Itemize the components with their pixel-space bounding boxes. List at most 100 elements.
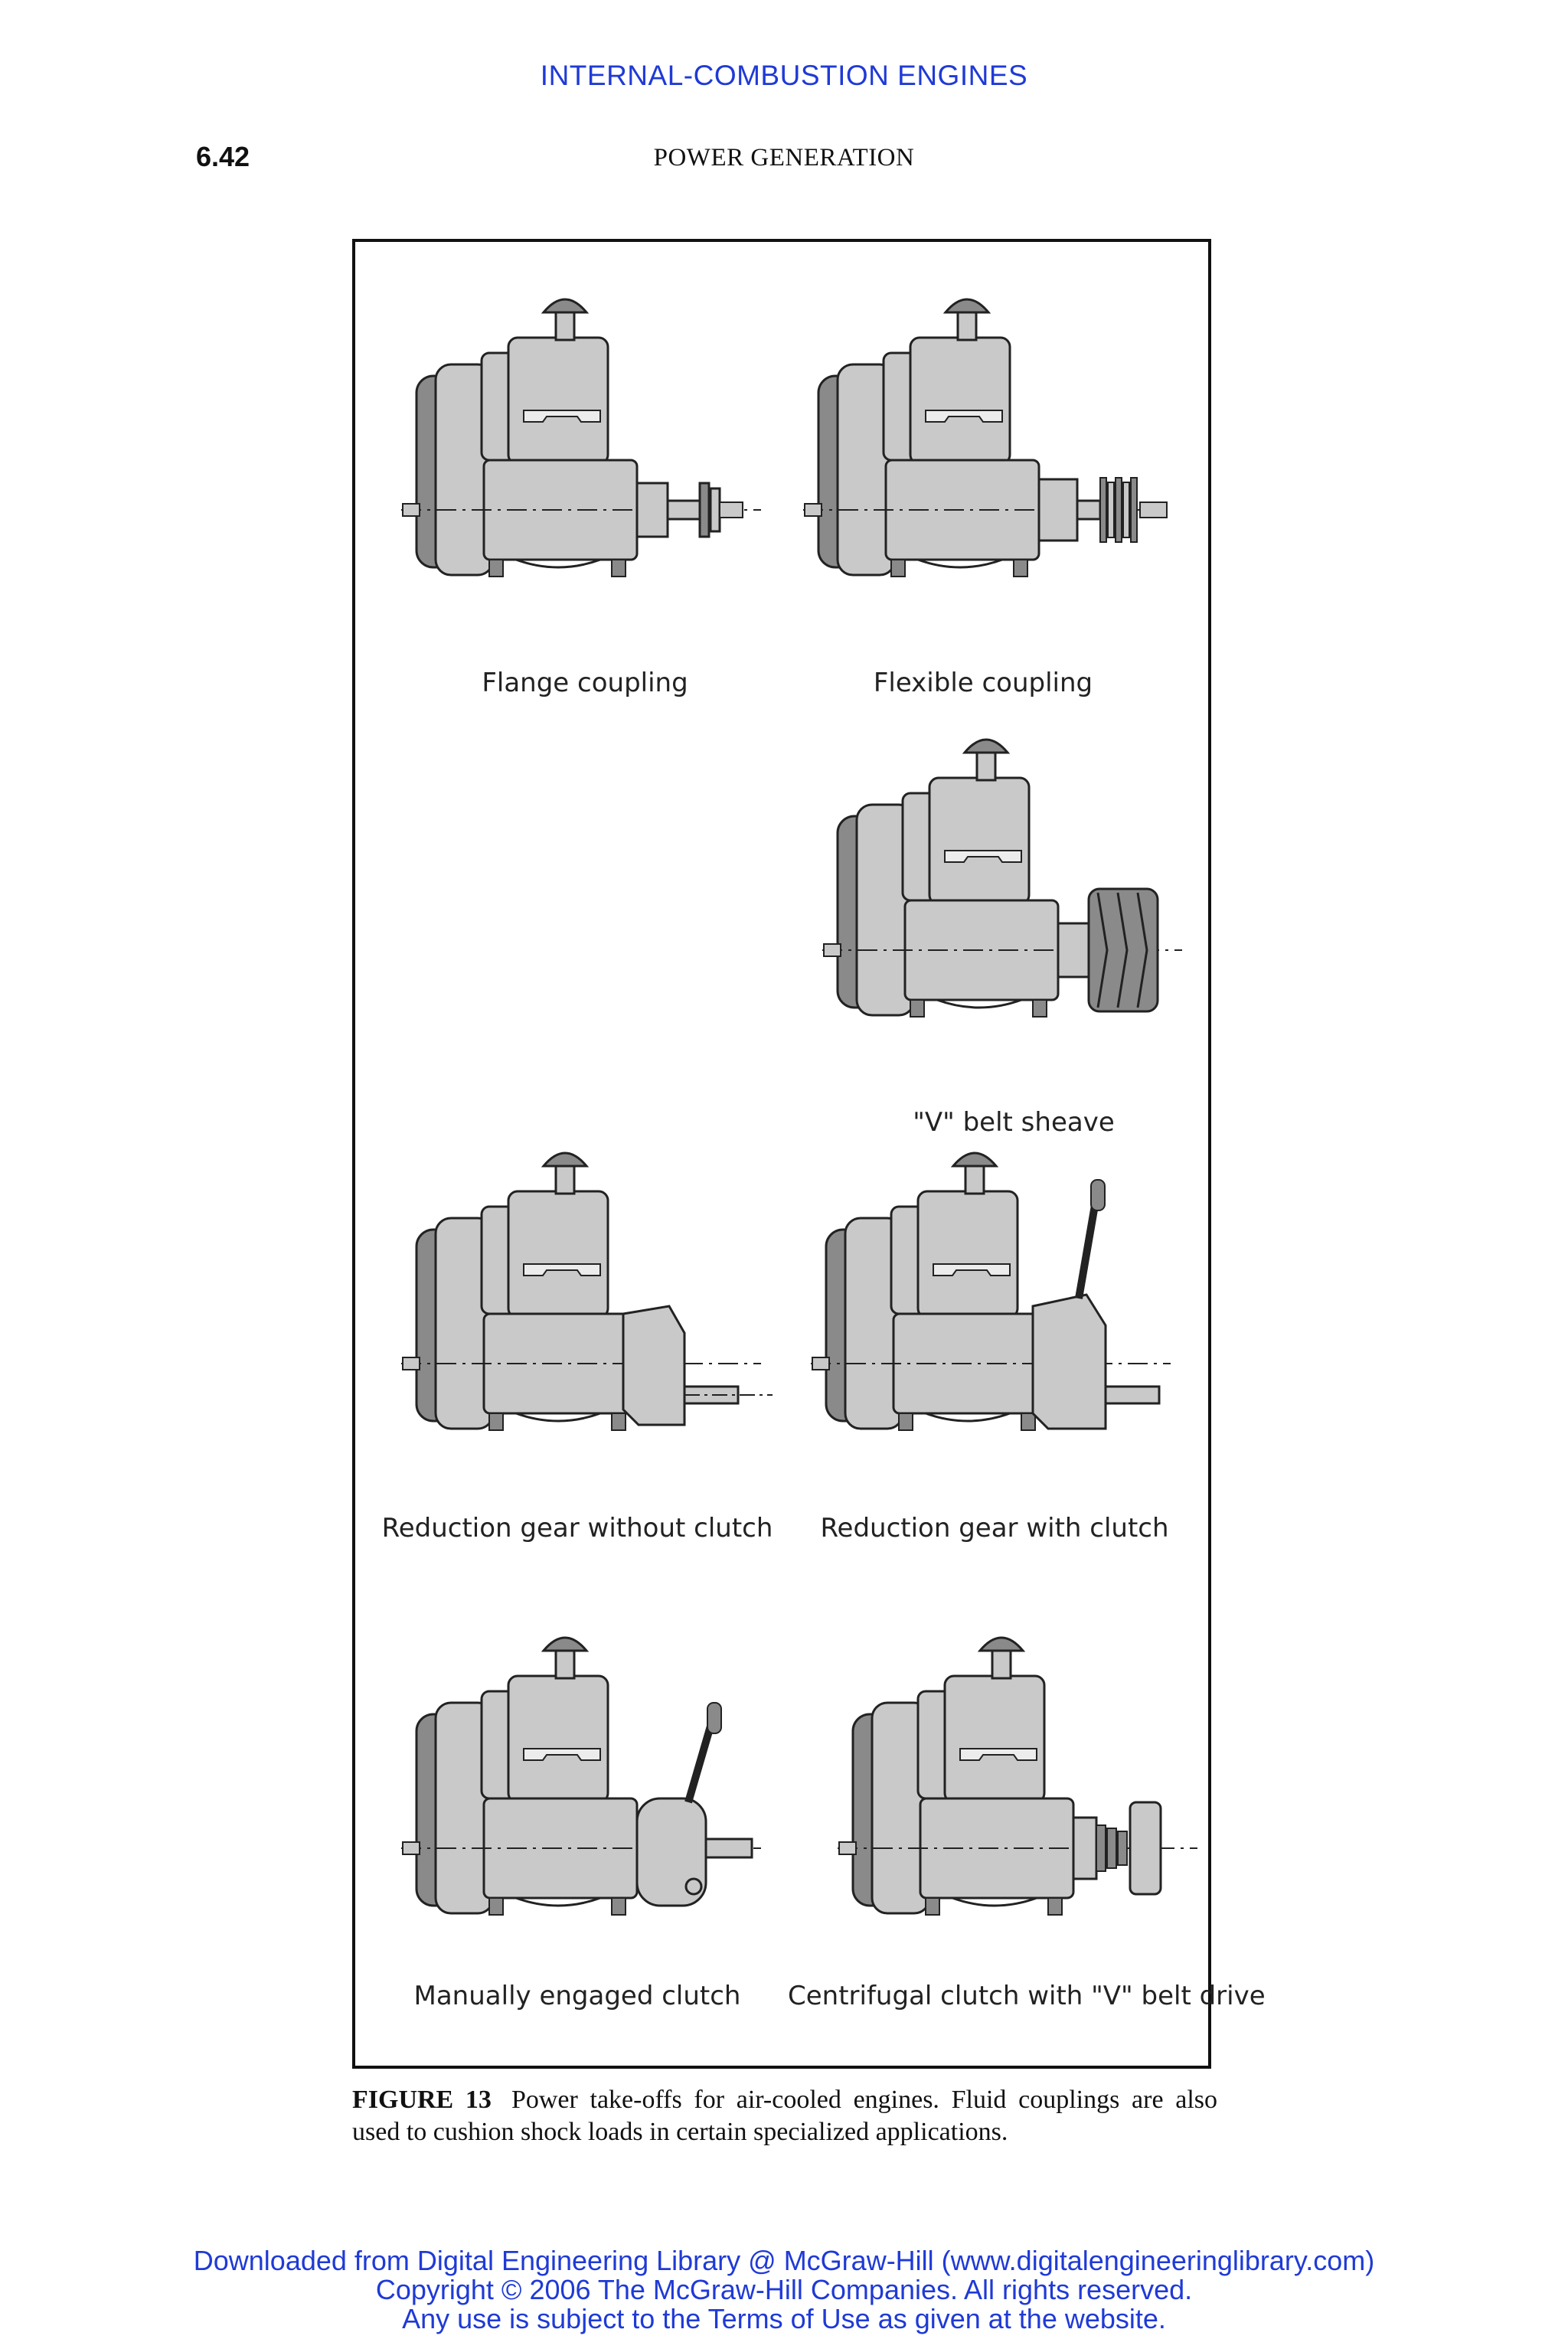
manifold-detail	[925, 410, 1003, 423]
footer-copyright-line: Copyright © 2006 The McGraw-Hill Compani…	[375, 2274, 1193, 2305]
engine-foot	[611, 1413, 626, 1431]
engine-foot	[488, 1897, 504, 1916]
engine-drawing-flexible-coupling	[795, 280, 1178, 586]
engine-foot	[488, 559, 504, 577]
engine-foot	[898, 1413, 913, 1431]
air-cleaner-cap	[977, 1636, 1026, 1652]
panel-label-reduction-gear-without-clutch: Reduction gear without clutch	[381, 1513, 773, 1544]
cylinder-head	[507, 1674, 609, 1804]
figure-number: FIGURE 13	[352, 2086, 492, 2114]
engine-illustration	[803, 298, 1168, 577]
starter-shaft-stub	[402, 1357, 420, 1370]
engine-drawing-v-belt-sheave	[815, 720, 1197, 1027]
engine-foot	[1047, 1897, 1063, 1916]
bearing-housing	[1037, 478, 1079, 542]
oil-pan	[515, 1412, 601, 1423]
output-shaft	[1104, 1385, 1161, 1405]
engine-drawing-centrifugal-clutch	[830, 1619, 1213, 1925]
flexible-coupling-disc	[1107, 482, 1115, 538]
engine-drawing-manually-engaged-clutch	[394, 1619, 776, 1925]
manifold-detail	[523, 410, 601, 423]
oil-pan	[952, 1896, 1037, 1907]
section-title: POWER GENERATION	[653, 144, 915, 172]
cylinder-head	[507, 1190, 609, 1319]
figure-frame: Flange coupling Flexible coupling "V" be…	[352, 239, 1266, 2069]
oil-pan	[515, 558, 601, 569]
oil-pan	[925, 1412, 1011, 1423]
panel-label-centrifugal-clutch: Centrifugal clutch with "V" belt drive	[788, 1981, 1266, 2011]
air-cleaner-stem	[975, 750, 997, 782]
flexible-coupling-disc	[1099, 477, 1107, 543]
adjustment-knob	[684, 1877, 703, 1896]
bearing-housing	[635, 482, 669, 538]
belt-pulley-groove	[1096, 1824, 1106, 1872]
air-cleaner-stem	[554, 1163, 576, 1195]
clutch-drum	[1072, 1816, 1098, 1880]
engine-drawing-reduction-gear-without-clutch	[394, 1134, 776, 1440]
engine-foot	[925, 1897, 940, 1916]
engine-foot	[1032, 999, 1047, 1018]
manifold-detail	[959, 1748, 1037, 1761]
engine-foot	[611, 559, 626, 577]
starter-shaft-stub	[812, 1357, 830, 1370]
sheave-groove	[1136, 892, 1148, 1008]
engine-foot	[1021, 1413, 1036, 1431]
engine-foot	[910, 999, 925, 1018]
running-head: INTERNAL-COMBUSTION ENGINES	[540, 60, 1028, 91]
sheave-groove	[1096, 892, 1109, 1008]
panel-label-manually-engaged-clutch: Manually engaged clutch	[413, 1981, 741, 2011]
caption-text: Power take-offs for air-cooled engines. …	[352, 2086, 1218, 2146]
air-cleaner-cap	[541, 298, 590, 314]
cylinder-head	[909, 336, 1011, 466]
oil-pan	[936, 998, 1022, 1009]
engine-foot	[611, 1897, 626, 1916]
clutch-housing	[1031, 1293, 1107, 1430]
flexible-coupling-disc	[1115, 477, 1122, 543]
flange-disc	[709, 487, 721, 533]
manifold-detail	[523, 1748, 601, 1761]
engine-foot	[488, 1413, 504, 1431]
oil-pan	[917, 558, 1003, 569]
engine-illustration	[838, 1636, 1197, 1916]
output-shaft	[704, 1838, 753, 1859]
engine-illustration	[811, 1152, 1171, 1431]
starter-shaft-stub	[823, 943, 841, 957]
panel-label-flange-coupling: Flange coupling	[482, 668, 688, 698]
air-cleaner-stem	[554, 1648, 576, 1680]
air-cleaner-stem	[956, 309, 978, 341]
starter-shaft-stub	[804, 503, 822, 517]
reduction-gear-case	[622, 1305, 686, 1426]
download-footer: Downloaded from Digital Engineering Libr…	[0, 2246, 1568, 2334]
footer-terms-line: Any use is subject to the Terms of Use a…	[402, 2303, 1166, 2334]
air-cleaner-cap	[962, 738, 1011, 754]
clutch-cover	[1129, 1801, 1162, 1896]
lever-grip	[1090, 1179, 1106, 1211]
air-cleaner-stem	[964, 1163, 985, 1195]
bearing-housing	[1057, 922, 1090, 978]
belt-pulley-groove	[1117, 1831, 1128, 1866]
flange-disc	[698, 482, 710, 538]
output-shaft	[666, 499, 704, 521]
panel-label-reduction-gear-with-clutch: Reduction gear with clutch	[820, 1513, 1169, 1544]
engine-illustration	[401, 298, 761, 577]
air-cleaner-cap	[942, 298, 991, 314]
flange-hub	[719, 501, 743, 518]
engine-foot	[890, 559, 906, 577]
engine-illustration	[401, 1636, 761, 1916]
sheave-groove	[1116, 892, 1129, 1008]
engine-drawing-flange-coupling	[394, 280, 776, 586]
sheave-body	[1087, 887, 1159, 1013]
panel-label-v-belt-sheave: "V" belt sheave	[913, 1107, 1115, 1138]
cylinder-head	[943, 1674, 1046, 1804]
cylinder-head	[916, 1190, 1019, 1319]
starter-shaft-stub	[838, 1841, 857, 1855]
manifold-detail	[933, 1263, 1011, 1276]
manifold-detail	[944, 850, 1022, 863]
air-cleaner-cap	[541, 1152, 590, 1168]
coupling-shaft	[1139, 501, 1168, 518]
engine-illustration	[822, 738, 1182, 1018]
air-cleaner-stem	[991, 1648, 1012, 1680]
engine-illustration	[401, 1152, 773, 1431]
engine-drawing-reduction-gear-with-clutch	[803, 1134, 1186, 1440]
